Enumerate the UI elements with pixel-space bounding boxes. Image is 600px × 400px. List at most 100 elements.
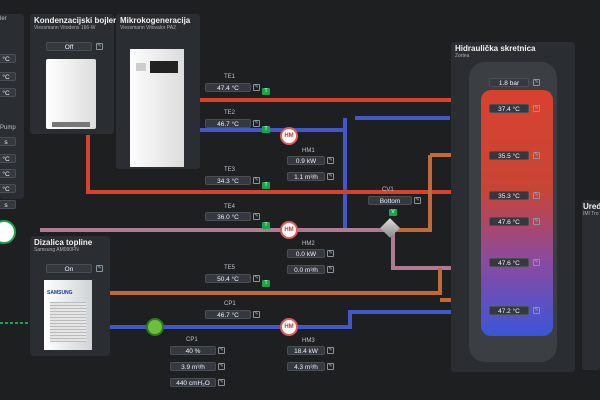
buffer-temp-6: 47.2 °C bbox=[489, 306, 529, 315]
hm1-flow-edit-icon[interactable]: ✎ bbox=[327, 173, 334, 180]
cp1-temp-edit-icon[interactable]: ✎ bbox=[253, 311, 260, 318]
hm3-power: 18.4 kW bbox=[287, 346, 325, 355]
heatpump-unit-image: SAMSUNG bbox=[44, 280, 92, 350]
buffer-panel[interactable]: Hidraulička skretnica Zortea bbox=[451, 42, 575, 372]
buffer-temp-4-edit-icon[interactable]: ✎ bbox=[533, 218, 540, 225]
chp-panel[interactable]: Mikrokogeneracija Viessmann Vitovalor PA… bbox=[116, 14, 200, 169]
buffer-temp-1: 37.4 °C bbox=[489, 104, 529, 113]
hm3-label: HM3 bbox=[302, 338, 315, 344]
left-partial-value-2: °C bbox=[0, 72, 16, 81]
pipe-warm-mid bbox=[395, 155, 432, 232]
hm2-icon[interactable]: HM bbox=[280, 221, 298, 239]
hm3-power-edit-icon[interactable]: ✎ bbox=[327, 347, 334, 354]
hm2-flow-edit-icon[interactable]: ✎ bbox=[327, 266, 334, 273]
pipe-te3 bbox=[86, 135, 470, 194]
te3-value: 34.3 °C bbox=[205, 176, 251, 185]
hm2-power: 0.0 kW bbox=[287, 249, 325, 258]
cp1-head-edit-icon[interactable]: ✎ bbox=[218, 379, 225, 386]
left-extra-5: s bbox=[0, 200, 16, 209]
cp1-pump-icon[interactable] bbox=[146, 318, 164, 336]
pipe-cp1 bbox=[110, 310, 470, 329]
cp1-temp-label: CP1 bbox=[224, 301, 236, 307]
heatpump-edit-icon[interactable]: ✎ bbox=[96, 265, 103, 272]
te5-value: 50.4 °C bbox=[205, 274, 251, 283]
hm2-label: HM2 bbox=[302, 241, 315, 247]
buffer-temp-6-edit-icon[interactable]: ✎ bbox=[533, 307, 540, 314]
chp-subtitle: Viessmann Vitovalor PA2 bbox=[120, 25, 176, 31]
boiler-edit-icon[interactable]: ✎ bbox=[96, 43, 103, 50]
cv1-state: Bottom bbox=[368, 196, 412, 205]
hm1-icon[interactable]: HM bbox=[280, 127, 298, 145]
left-extra-3: °C bbox=[0, 184, 16, 193]
left-pump-value: s bbox=[0, 137, 16, 146]
left-partial-label: ler bbox=[0, 16, 7, 22]
left-extra-2: °C bbox=[0, 169, 16, 178]
te3-flag-icon: T bbox=[262, 182, 270, 189]
cv1-flag-icon: V bbox=[389, 209, 397, 216]
te5-edit-icon[interactable]: ✎ bbox=[253, 275, 260, 282]
te4-label: TE4 bbox=[224, 204, 236, 210]
cp1-speed: 40 % bbox=[170, 346, 216, 355]
te3-label: TE3 bbox=[224, 167, 236, 173]
left-partial-value-3: °C bbox=[0, 88, 16, 97]
buffer-temp-1-edit-icon[interactable]: ✎ bbox=[533, 105, 540, 112]
left-pump-label: Pump bbox=[0, 125, 16, 131]
left-extra-1: °C bbox=[0, 154, 16, 163]
te4-value: 36.0 °C bbox=[205, 212, 251, 221]
boiler-subtitle: Viessmann Vitodens 166-W bbox=[34, 25, 96, 31]
te4-edit-icon[interactable]: ✎ bbox=[253, 213, 260, 220]
buffer-temp-5: 47.6 °C bbox=[489, 258, 529, 267]
hm2-power-edit-icon[interactable]: ✎ bbox=[327, 250, 334, 257]
cp1-flow-edit-icon[interactable]: ✎ bbox=[218, 363, 225, 370]
hm3-flow-edit-icon[interactable]: ✎ bbox=[327, 363, 334, 370]
buffer-pressure-edit-icon[interactable]: ✎ bbox=[533, 79, 540, 86]
te1-flag-icon: T bbox=[262, 88, 270, 95]
te2-edit-icon[interactable]: ✎ bbox=[253, 120, 260, 127]
left-partial-value-1: °C bbox=[0, 54, 16, 63]
boiler-unit-image bbox=[46, 59, 96, 129]
pipe-mid-down bbox=[391, 232, 470, 270]
cp1-head: 440 cmH₂O bbox=[170, 378, 216, 387]
pipe-te5 bbox=[110, 268, 442, 295]
te2-label: TE2 bbox=[224, 110, 236, 116]
hm3-icon[interactable]: HM bbox=[280, 318, 298, 336]
buffer-temp-5-edit-icon[interactable]: ✎ bbox=[533, 259, 540, 266]
cp1-temp-value: 46.7 °C bbox=[205, 310, 251, 319]
hm3-flow: 4.3 m³/h bbox=[287, 362, 325, 371]
te1-label: TE1 bbox=[224, 74, 236, 80]
chp-unit-image bbox=[130, 49, 184, 167]
buffer-temp-2-edit-icon[interactable]: ✎ bbox=[533, 152, 540, 159]
chp-title: Mikrokogeneracija bbox=[120, 16, 191, 25]
cp1-flow: 3.9 m³/h bbox=[170, 362, 216, 371]
left-partial-panel: ler °C °C °C Pump s °C °C °C s bbox=[0, 14, 24, 209]
te2-value: 46.7 °C bbox=[205, 119, 251, 128]
heatpump-state: On bbox=[46, 264, 92, 273]
hm1-flow: 1.1 m³/h bbox=[287, 172, 325, 181]
buffer-temp-4: 47.6 °C bbox=[489, 217, 529, 226]
heatpump-panel[interactable]: Dizalica topline Samsung AM090FN On ✎ SA… bbox=[30, 236, 110, 356]
buffer-temp-2: 35.5 °C bbox=[489, 151, 529, 160]
te3-edit-icon[interactable]: ✎ bbox=[253, 177, 260, 184]
right-partial-panel: Uređ IMI Tro bbox=[582, 200, 600, 370]
hm1-power-edit-icon[interactable]: ✎ bbox=[327, 157, 334, 164]
boiler-state: Off bbox=[46, 42, 92, 51]
te4-flag-icon: T bbox=[262, 222, 270, 229]
cp1-speed-edit-icon[interactable]: ✎ bbox=[218, 347, 225, 354]
buffer-temp-3: 35.3 °C bbox=[489, 191, 529, 200]
te1-value: 47.4 °C bbox=[205, 83, 251, 92]
te1-edit-icon[interactable]: ✎ bbox=[253, 84, 260, 91]
te5-label: TE5 bbox=[224, 265, 236, 271]
buffer-title: Hidraulička skretnica bbox=[455, 44, 536, 53]
hm2-flow: 0.0 m³/h bbox=[287, 265, 325, 274]
cv1-edit-icon[interactable]: ✎ bbox=[414, 197, 421, 204]
buffer-temp-3-edit-icon[interactable]: ✎ bbox=[533, 192, 540, 199]
te5-flag-icon: T bbox=[262, 280, 270, 287]
right-partial-title: Uređ bbox=[583, 202, 600, 211]
te2-flag-icon: T bbox=[262, 126, 270, 133]
boiler-title: Kondenzacijski bojler bbox=[34, 16, 117, 25]
cv1-label: CV1 bbox=[382, 187, 394, 193]
boiler-panel[interactable]: Kondenzacijski bojler Viessmann Vitodens… bbox=[30, 14, 117, 134]
heatpump-title: Dizalica topline bbox=[34, 238, 93, 247]
